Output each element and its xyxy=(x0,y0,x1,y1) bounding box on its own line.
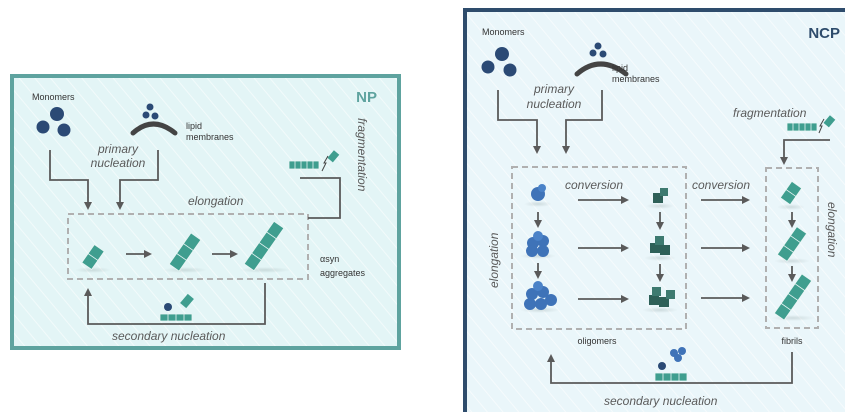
np-title: NP xyxy=(356,89,377,106)
np-elongation-box xyxy=(67,213,309,280)
ncp-conversion-outer-label: conversion xyxy=(692,178,750,192)
np-fibril-medium xyxy=(168,232,202,272)
np-fragmentation-label: fragmentation xyxy=(355,118,369,192)
ncp-oligomer-box xyxy=(511,166,687,330)
np-secondary-label: secondary nucleation xyxy=(112,329,226,343)
ncp-lipid-label-2: membranes xyxy=(612,74,660,84)
ncp-fibril-box xyxy=(765,167,819,329)
ncp-converted-small xyxy=(653,188,668,203)
ncp-primary-arrow-right xyxy=(562,90,603,154)
np-primary-label-2: nucleation xyxy=(91,156,146,170)
ncp-secondary-label: secondary nucleation xyxy=(604,394,718,408)
np-lipid-label-2: membranes xyxy=(186,132,234,142)
np-primary-arrow-left xyxy=(49,150,92,210)
ncp-converted-large xyxy=(649,287,675,307)
np-lipid-label-1: lipid xyxy=(186,121,202,131)
np-secondary-icon xyxy=(159,293,194,322)
ncp-fragment-icon xyxy=(786,115,836,134)
ncp-lipid-membrane-icon xyxy=(574,42,629,77)
ncp-fragmentation-arrow xyxy=(780,139,830,165)
np-panel: NP Monomers lipid membranes primary nucl… xyxy=(10,74,401,350)
ncp-fibril-medium xyxy=(776,226,808,262)
np-primary-arrow-right xyxy=(116,150,159,210)
ncp-monomer-icon xyxy=(481,47,517,77)
np-lipid-membrane-icon xyxy=(130,103,178,136)
np-fragmentation-arrow xyxy=(300,177,341,219)
ncp-oligomer-small xyxy=(531,184,546,201)
ncp-fibril-long xyxy=(773,273,813,321)
ncp-lipid-label-1: lipid xyxy=(612,63,628,73)
np-aggregates-label-1: αsyn xyxy=(320,254,339,264)
ncp-primary-arrow-left xyxy=(497,90,541,154)
ncp-fragmentation-label: fragmentation xyxy=(733,106,807,120)
np-fibril-short xyxy=(81,243,105,271)
ncp-monomers-label: Monomers xyxy=(482,27,525,37)
ncp-title: NCP xyxy=(808,25,840,42)
ncp-elongation-left-label: elongation xyxy=(487,232,501,288)
np-monomers-label: Monomers xyxy=(32,92,75,102)
ncp-oligomer-large xyxy=(524,281,557,310)
ncp-secondary-arrow xyxy=(547,352,793,384)
np-elongation-label: elongation xyxy=(188,194,244,208)
np-aggregates-label-2: aggregates xyxy=(320,268,366,278)
ncp-secondary-icon xyxy=(654,347,688,382)
ncp-converted-medium xyxy=(650,236,670,255)
ncp-fibrils-label: fibrils xyxy=(781,336,803,346)
np-primary-label-1: primary xyxy=(97,142,139,156)
ncp-oligomer-medium xyxy=(526,231,549,257)
ncp-fibril-short xyxy=(779,180,803,206)
ncp-elongation-right-label: elongation xyxy=(825,202,839,258)
np-fragment-icon xyxy=(288,150,340,172)
ncp-primary-label-2: nucleation xyxy=(527,97,582,111)
ncp-panel: NCP Monomers lipid membranes primary nuc… xyxy=(463,8,845,412)
ncp-primary-label-1: primary xyxy=(533,82,575,96)
np-fibril-long xyxy=(243,220,285,272)
ncp-oligomers-label: oligomers xyxy=(577,336,617,346)
np-secondary-arrow xyxy=(84,283,266,325)
ncp-conversion-inner-label: conversion xyxy=(565,178,623,192)
np-monomer-icon xyxy=(36,107,71,137)
